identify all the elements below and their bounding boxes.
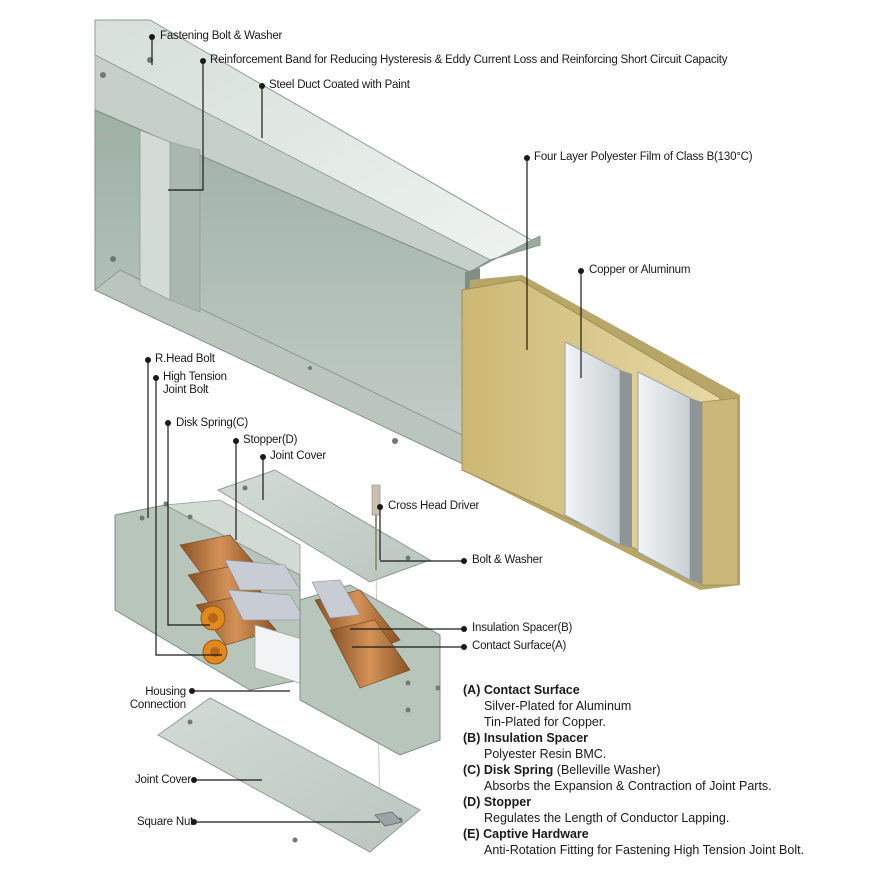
legend-item-d: (D) Stopper Regulates the Length of Cond… (463, 794, 863, 826)
legend-item-e: (E) Captive Hardware Anti-Rotation Fitti… (463, 826, 863, 858)
legend-item-head: (E) Captive Hardware (463, 826, 863, 842)
legend-note: (Belleville Washer) (553, 763, 661, 777)
legend-desc: Absorbs the Expansion & Contraction of J… (484, 779, 772, 793)
legend-item-b: (B) Insulation Spacer Polyester Resin BM… (463, 730, 863, 762)
square-nut (374, 811, 403, 827)
legend-title: Captive Hardware (483, 827, 589, 841)
legend-desc: Tin-Plated for Copper. (484, 715, 606, 729)
joint-cover-bottom-part (157, 697, 421, 853)
legend-title: Stopper (483, 795, 532, 809)
label-joint-cover-bottom: Joint Cover (135, 774, 191, 786)
leader-lines (147, 37, 582, 823)
legend-key: (C) (463, 763, 481, 777)
label-stopper: Stopper(D) (243, 434, 298, 446)
label-bolt-washer: Bolt & Washer (472, 554, 543, 566)
legend: (A) Contact Surface Silver-Plated for Al… (463, 682, 863, 858)
legend-key: (E) (463, 827, 480, 841)
label-high-tension-line1: High Tension (163, 371, 227, 383)
label-steel-duct: Steel Duct Coated with Paint (269, 79, 410, 91)
joint-housing (114, 499, 441, 756)
legend-desc: Silver-Plated for Aluminum (484, 699, 632, 713)
legend-title: Contact Surface (483, 683, 580, 697)
legend-title: Disk Spring (483, 763, 554, 777)
label-high-tension-line2: Joint Bolt (163, 384, 209, 396)
label-copper-aluminum: Copper or Aluminum (589, 264, 691, 276)
label-cross-head-driver: Cross Head Driver (388, 500, 480, 512)
label-fastening-bolt: Fastening Bolt & Washer (160, 30, 283, 42)
label-disk-spring: Disk Spring(C) (176, 417, 248, 429)
label-reinforcement-band: Reinforcement Band for Reducing Hysteres… (210, 54, 728, 66)
label-r-head-bolt: R.Head Bolt (155, 353, 215, 365)
label-contact-surface: Contact Surface(A) (472, 640, 567, 652)
label-joint-cover-top: Joint Cover (270, 450, 326, 462)
legend-title: Insulation Spacer (483, 731, 589, 745)
label-high-tension-bolt: High Tension Joint Bolt (163, 371, 227, 397)
legend-key: (A) (463, 683, 481, 697)
label-polyester-film: Four Layer Polyester Film of Class B(130… (534, 151, 753, 163)
label-insulation-spacer: Insulation Spacer(B) (472, 622, 573, 634)
legend-item-head: (B) Insulation Spacer (463, 730, 863, 746)
legend-desc: Regulates the Length of Conductor Lappin… (484, 811, 730, 825)
label-housing-line2: Connection (129, 699, 186, 711)
legend-desc: Polyester Resin BMC. (484, 747, 607, 761)
conductor-stack (461, 275, 740, 590)
label-housing-line1: Housing (145, 686, 186, 698)
legend-item-a: (A) Contact Surface Silver-Plated for Al… (463, 682, 863, 730)
legend-key: (B) (463, 731, 481, 745)
label-square-nut: Square Nut (137, 816, 194, 828)
legend-key: (D) (463, 795, 481, 809)
leader-dots (145, 34, 584, 825)
legend-item-head: (A) Contact Surface (463, 682, 863, 698)
legend-desc: Anti-Rotation Fitting for Fastening High… (484, 843, 805, 857)
legend-item-head: (D) Stopper (463, 794, 863, 810)
legend-item-head: (C) Disk Spring (Belleville Washer) (463, 762, 863, 778)
legend-item-c: (C) Disk Spring (Belleville Washer) Abso… (463, 762, 863, 794)
label-housing-connection: Housing Connection (120, 686, 186, 712)
